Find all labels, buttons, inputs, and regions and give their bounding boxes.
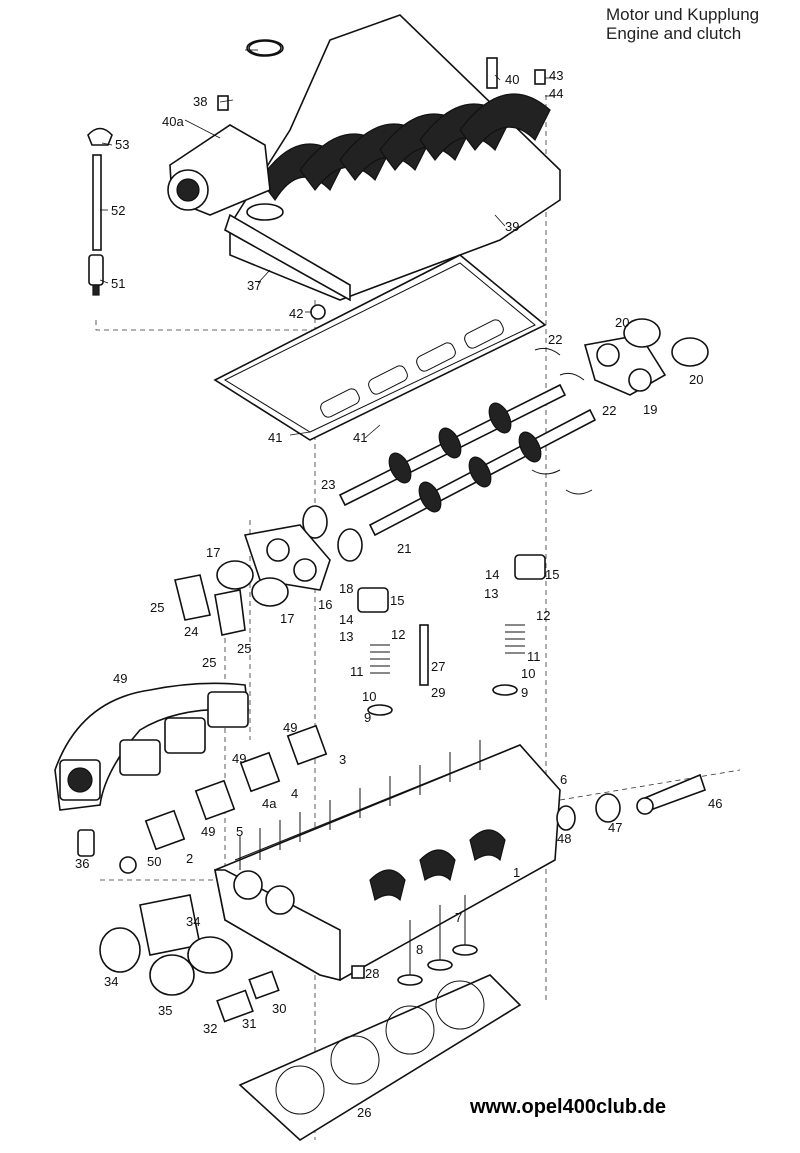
part-label-4a: 4a [262,796,277,811]
part-label-39: 40 [505,72,519,87]
manifold-gaskets [144,724,328,851]
part-label-9a: 9 [364,710,371,725]
part-label-3: 3 [339,752,346,767]
part-label-30: 30 [272,1001,286,1016]
part-label-6: 6 [560,772,567,787]
part-label-5: 5 [236,824,243,839]
right-side-fittings [556,773,707,831]
valve-train [357,554,546,716]
part-label-2: 2 [186,851,193,866]
assembly-axes [95,95,741,1140]
part-label-22a: 22 [548,332,562,347]
part-label-26: 26 [357,1105,371,1120]
part-label-38: 39 [505,219,519,234]
part-label-28: 28 [365,966,379,981]
part-label-24b: 25 [237,641,251,656]
part-label-40a: 41 [268,430,282,445]
part-label-13a: 13 [339,629,353,644]
part-label-49d: 50 [147,854,161,869]
part-label-12a: 12 [391,627,405,642]
part-label-22b: 22 [602,403,616,418]
part-label-42: 42 [289,306,303,321]
part-label-23: 23 [321,477,335,492]
part-label-40: 40a [162,114,184,129]
part-label-7: 7 [455,910,462,925]
part-label-34b: 35 [158,1003,172,1018]
part-label-20a: 20 [615,315,629,330]
bearing-caps [174,318,709,636]
part-label-4: 4 [291,786,298,801]
part-label-17a: 17 [206,545,220,560]
small-parts [77,40,546,979]
part-label-19: 19 [643,402,657,417]
part-label-36: 37 [247,278,261,293]
valves [397,895,478,986]
part-label-33: 34 [186,914,200,929]
part-label-24a: 24 [184,624,198,639]
part-label-10b: 10 [521,666,535,681]
part-label-17b: 17 [280,611,294,626]
part-label-27: 27 [431,659,445,674]
part-label-52: 53 [115,137,129,152]
part-label-46: 47 [608,820,622,835]
part-label-44: 44 [549,86,563,101]
part-label-15a: 15 [390,593,404,608]
part-label-1: 1 [513,865,520,880]
part-label-45: 46 [708,796,722,811]
timing-cover-parts [99,894,280,1023]
part-label-49b: 49 [232,751,246,766]
intake-manifold [167,14,561,302]
part-label-13b: 13 [484,586,498,601]
head-gasket [238,974,522,1141]
part-label-10a: 10 [362,689,376,704]
website-url: www.opel400club.de [470,1096,666,1118]
part-label-8: 8 [416,942,423,957]
part-label-25b: 25 [202,655,216,670]
part-label-14a: 14 [339,612,353,627]
spark-plug-assembly [87,127,113,296]
part-label-51: 52 [111,203,125,218]
part-label-29: 29 [431,685,445,700]
part-label-48: 49 [113,671,127,686]
part-label-9b: 9 [521,685,528,700]
part-label-37: 38 [193,94,207,109]
part-label-49c: 49 [201,824,215,839]
part-label-41: 41 [353,430,367,445]
cylinder-head [214,740,561,982]
part-label-35: 36 [75,856,89,871]
part-label-34a: 34 [104,974,118,989]
part-label-15b: 15 [545,567,559,582]
part-label-47: 48 [557,831,571,846]
part-label-49a: 49 [283,720,297,735]
leader-lines [99,49,555,439]
part-label-18: 18 [339,581,353,596]
part-label-32: 32 [203,1021,217,1036]
part-label-20b: 20 [689,372,703,387]
part-label-11b: 11 [527,649,541,664]
camshafts [302,383,597,562]
title-german: Motor und Kupplung [606,5,760,24]
part-label-25a: 25 [150,600,164,615]
part-label-16: 16 [318,597,332,612]
part-label-21: 21 [397,541,411,556]
part-label-11a: 11 [350,664,364,679]
exhaust-manifold [54,682,249,811]
part-label-31: 31 [242,1016,256,1031]
part-label-12b: 12 [536,608,550,623]
valve-cover-gasket [213,254,547,441]
part-label-14b: 14 [485,567,499,582]
part-label-43: 43 [549,68,563,83]
part-labels: 38 40a 53 52 51 40 43 44 39 37 42 41 41 … [75,68,722,1120]
part-label-50: 51 [111,276,125,291]
title-english: Engine and clutch [606,24,742,43]
